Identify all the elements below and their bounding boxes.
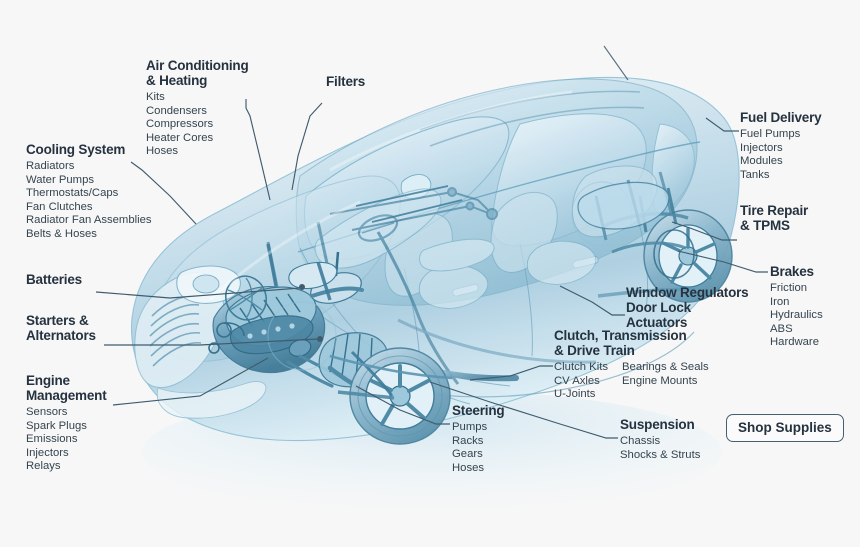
list-item: Chassis [620,435,661,447]
callout-window-regulators-door-lock-actuators[interactable]: Window Regulators Door Lock Actuators [626,285,750,332]
rear-subframe [577,181,697,298]
callout-items-column-1: Clutch Kits CV Axles U-Joints [554,361,608,402]
list-item: Spark Plugs [26,419,87,432]
callout-batteries[interactable]: Batteries [26,272,98,289]
callout-heading: Tire Repair & TPMS [740,203,809,233]
list-item: Heater Cores [146,131,214,144]
list-item: Hoses [452,461,485,474]
list-item: Water Pumps [26,173,95,186]
callout-heading: Steering [452,403,505,418]
list-item: Radiators [26,160,75,172]
callout-items: Chassis Shocks & Struts [620,435,712,462]
callout-clutch-transmission-drive-train[interactable]: Clutch, Transmission & Drive Train Clutc… [554,328,709,402]
callout-heading: Cooling System [26,142,126,157]
callout-heading: Batteries [26,272,82,287]
list-item: Radiator Fan Assemblies [26,214,152,227]
callout-fuel-delivery[interactable]: Fuel Delivery Fuel Pumps Injectors Modul… [740,110,832,182]
list-item: Relays [26,460,61,473]
callout-heading: Brakes [770,264,814,279]
callout-heading: Clutch, Transmission & Drive Train [554,328,687,358]
callout-brakes[interactable]: Brakes Friction Iron Hydraulics ABS Hard… [770,264,838,350]
callout-heading: Window Regulators Door Lock Actuators [626,285,749,330]
callout-starters-alternators[interactable]: Starters & Alternators [26,313,108,345]
callout-items: Friction Iron Hydraulics ABS Hardware [770,282,838,350]
list-item: Condensers [146,104,207,117]
list-item: U-Joints [554,388,596,401]
callout-air-conditioning-heating[interactable]: Air Conditioning & Heating Kits Condense… [146,58,256,159]
callout-items: Clutch Kits CV Axles U-Joints Bearings &… [554,361,709,402]
callout-steering[interactable]: Steering Pumps Racks Gears Hoses [452,403,516,475]
list-item: Clutch Kits [554,361,608,373]
callout-filters[interactable]: Filters [326,74,388,91]
list-item: Fan Clutches [26,200,93,213]
callout-items: Kits Condensers Compressors Heater Cores… [146,91,256,159]
list-item: Bearings & Seals [622,361,709,373]
list-item: Thermostats/Caps [26,187,119,200]
list-item: Belts & Hoses [26,227,97,240]
engine-assembly [208,251,519,403]
callout-items: Pumps Racks Gears Hoses [452,421,516,475]
list-item: Friction [770,282,808,294]
front-suspension [266,243,453,400]
list-item: Modules [740,155,783,168]
callout-tire-repair-tpms[interactable]: Tire Repair & TPMS [740,203,820,235]
list-item: Injectors [740,141,783,154]
list-item: Shocks & Struts [620,448,701,461]
callout-heading: Suspension [620,417,695,432]
front-wheel [349,347,451,445]
list-item: Sensors [26,406,68,418]
list-item: Hardware [770,336,819,349]
list-item: Fuel Pumps [740,128,801,140]
list-item: Gears [452,448,483,461]
list-item: Emissions [26,433,78,446]
callout-heading: Filters [326,74,366,89]
callout-items: Sensors Spark Plugs Emissions Injectors … [26,406,118,474]
callout-items: Radiators Water Pumps Thermostats/Caps F… [26,160,166,242]
callout-items: Fuel Pumps Injectors Modules Tanks [740,128,832,182]
callout-heading: Air Conditioning & Heating [146,58,249,88]
list-item: ABS [770,322,793,335]
callout-suspension[interactable]: Suspension Chassis Shocks & Struts [620,417,712,462]
list-item: Engine Mounts [622,374,698,387]
list-item: Hoses [146,145,179,158]
callout-items-column-2: Bearings & Seals Engine Mounts [622,361,709,402]
list-item: Kits [146,91,165,103]
list-item: Tanks [740,168,770,181]
list-item: Racks [452,434,484,447]
shop-supplies-label[interactable]: Shop Supplies [726,414,844,442]
list-item: Compressors [146,118,214,131]
list-item: Iron [770,295,790,308]
callout-engine-management[interactable]: Engine Management Sensors Spark Plugs Em… [26,373,118,474]
callout-heading: Engine Management [26,373,107,403]
callout-heading: Starters & Alternators [26,313,96,343]
list-item: Hydraulics [770,309,823,322]
list-item: Pumps [452,421,488,433]
list-item: CV Axles [554,374,600,387]
callout-cooling-system[interactable]: Cooling System Radiators Water Pumps The… [26,142,166,242]
callout-heading: Fuel Delivery [740,110,822,125]
list-item: Injectors [26,446,69,459]
